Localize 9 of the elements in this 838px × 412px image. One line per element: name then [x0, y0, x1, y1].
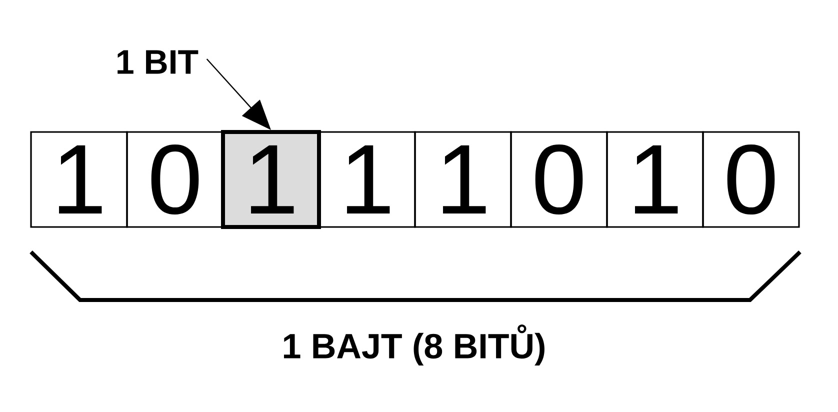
highlighted-bit-cell: 1 [221, 130, 321, 229]
bit-cell: 0 [702, 131, 800, 228]
bracket-label: 1 BAJT (8 BITŮ) [284, 324, 544, 366]
callout-label: 1 BIT [118, 50, 198, 74]
bit-cell: 1 [414, 131, 512, 228]
bit-cell: 1 [318, 131, 416, 228]
bit-cell: 0 [510, 131, 608, 228]
bit-cell: 1 [606, 131, 704, 228]
bit-cell: 1 [30, 131, 128, 228]
